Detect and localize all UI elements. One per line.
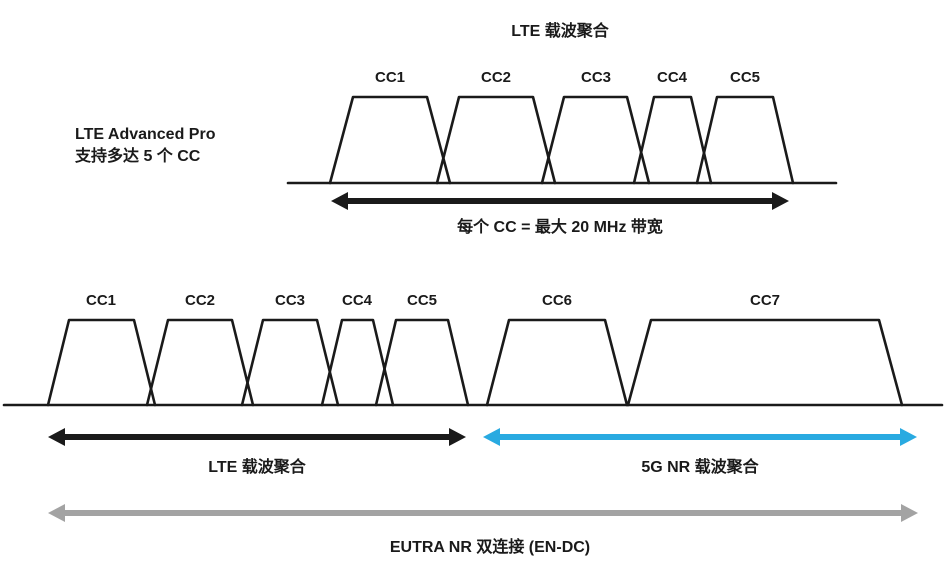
top-cc1-shape — [328, 95, 452, 185]
nr-ca-arrow — [483, 428, 917, 446]
top-cc3-shape — [540, 95, 651, 185]
top-cc4-label: CC4 — [657, 69, 688, 86]
top-cc2-label: CC2 — [481, 69, 511, 86]
bottom-cc5-shape — [374, 318, 470, 407]
bottom-cc2-shape — [145, 318, 255, 407]
top-diagram-title: LTE 载波聚合 — [511, 21, 609, 40]
bottom-cc6-shape — [485, 318, 629, 407]
nr-ca-arrow-label: 5G NR 载波聚合 — [641, 457, 759, 476]
endc-arrow — [48, 504, 918, 522]
bottom-cc6-label: CC6 — [542, 292, 572, 309]
top-cc3-label: CC3 — [581, 69, 611, 86]
bottom-cc3-shape — [240, 318, 340, 407]
lte-advanced-pro-note-line2: 支持多达 5 个 CC — [74, 146, 201, 165]
bottom-cc2-label: CC2 — [185, 292, 215, 309]
top-cc5-label: CC5 — [730, 69, 760, 86]
top-bandwidth-arrow — [331, 192, 789, 210]
bottom-cc5-label: CC5 — [407, 292, 437, 309]
bottom-cc4-shape — [320, 318, 395, 407]
bottom-cc3-label: CC3 — [275, 292, 305, 309]
endc-arrow-label: EUTRA NR 双连接 (EN-DC) — [390, 537, 590, 556]
top-cc4-shape — [632, 95, 713, 185]
bottom-cc4-label: CC4 — [342, 292, 373, 309]
top-cc2-shape — [435, 95, 557, 185]
bottom-cc7-label: CC7 — [750, 292, 780, 309]
bottom-cc7-shape — [626, 318, 904, 407]
bottom-cc1-label: CC1 — [86, 292, 116, 309]
bandwidth-per-cc-label: 每个 CC = 最大 20 MHz 带宽 — [457, 217, 663, 236]
lte-advanced-pro-note-line1: LTE Advanced Pro — [75, 126, 216, 143]
bottom-cc1-shape — [46, 318, 157, 407]
lte-ca-arrow — [48, 428, 466, 446]
top-cc1-label: CC1 — [375, 69, 405, 86]
top-cc5-shape — [695, 95, 795, 185]
lte-ca-arrow-label: LTE 载波聚合 — [208, 457, 306, 476]
